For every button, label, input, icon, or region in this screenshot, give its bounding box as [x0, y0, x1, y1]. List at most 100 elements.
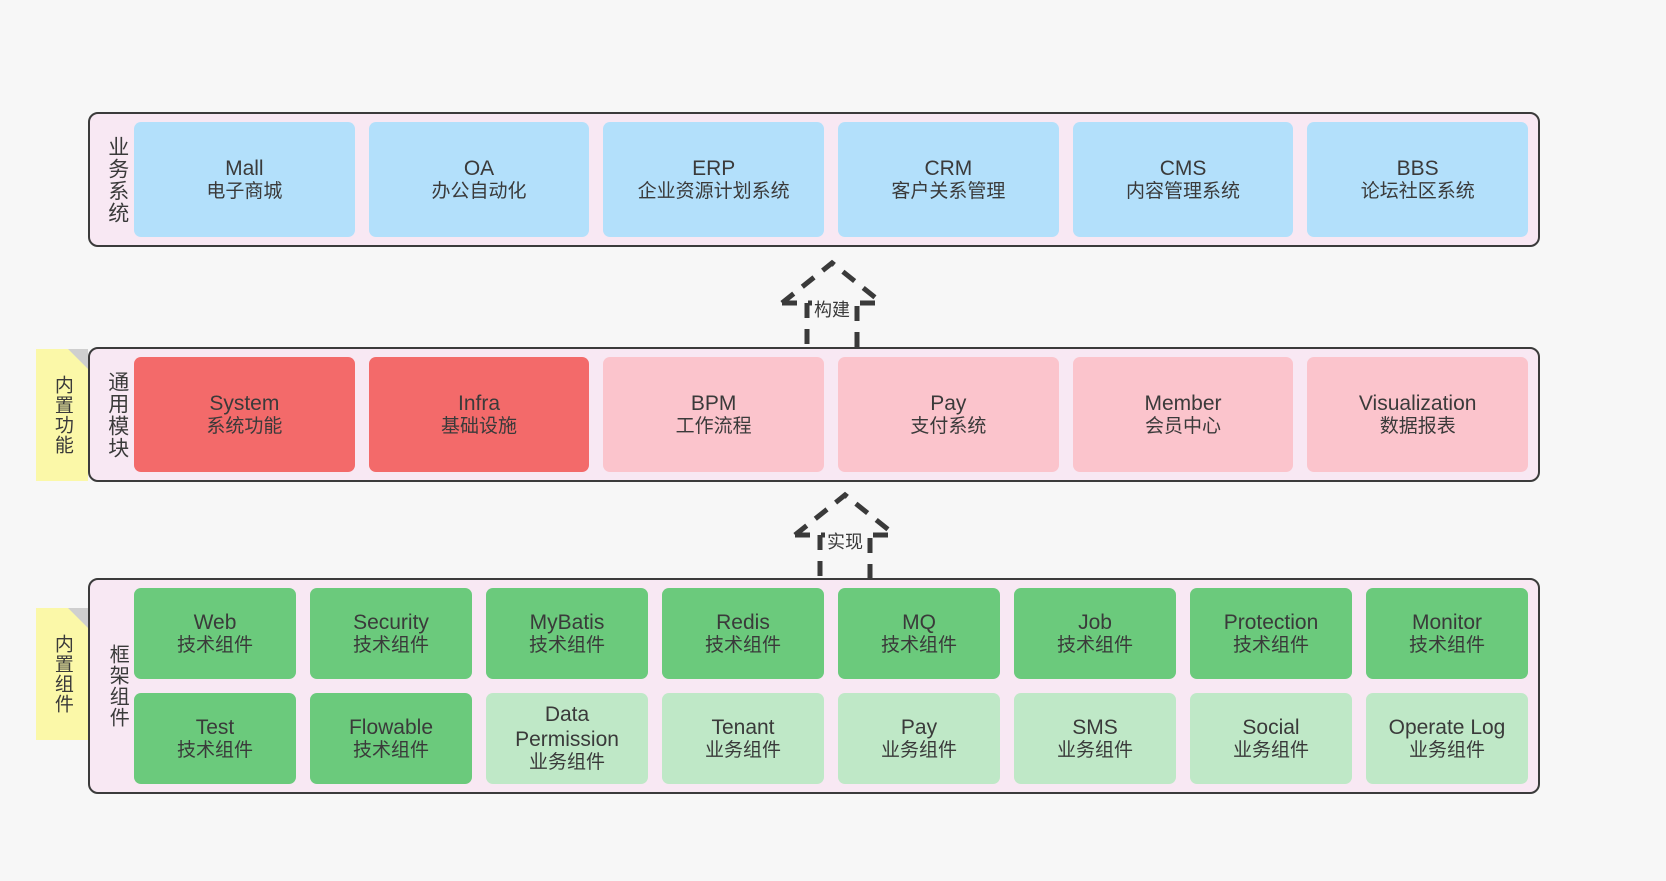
card-security-subtitle: 技术组件 — [352, 634, 429, 656]
arrow-build: 构建 — [757, 258, 907, 354]
card-member[interactable]: Member 会员中心 — [1072, 357, 1294, 472]
arrow-realize-label: 实现 — [825, 528, 865, 554]
card-pay-module-subtitle: 支付系统 — [910, 415, 987, 437]
card-erp-subtitle: 企业资源计划系统 — [637, 180, 790, 202]
card-web-title: Web — [193, 610, 237, 634]
card-web[interactable]: Web 技术组件 — [134, 588, 296, 679]
arrow-realize-icon — [793, 491, 897, 586]
card-data-permission[interactable]: Data Permission 业务组件 — [486, 693, 648, 784]
arrow-realize: 实现 — [770, 490, 920, 586]
card-system-title: System — [209, 391, 280, 415]
card-security[interactable]: Security 技术组件 — [310, 588, 472, 679]
arrow-build-label: 构建 — [812, 296, 852, 322]
card-pay-component[interactable]: Pay 业务组件 — [838, 693, 1000, 784]
card-social-title: Social — [1242, 715, 1300, 739]
card-infra[interactable]: Infra 基础设施 — [368, 357, 590, 472]
card-protection-subtitle: 技术组件 — [1232, 634, 1309, 656]
card-pay-module[interactable]: Pay 支付系统 — [838, 357, 1059, 472]
card-monitor[interactable]: Monitor 技术组件 — [1366, 588, 1528, 679]
card-oa[interactable]: OA 办公自动化 — [368, 122, 590, 237]
card-operate-log[interactable]: Operate Log 业务组件 — [1366, 693, 1528, 784]
layer-framework-components-label: 框架组件 — [106, 644, 129, 728]
card-job[interactable]: Job 技术组件 — [1014, 588, 1176, 679]
card-cms-subtitle: 内容管理系统 — [1126, 180, 1241, 202]
card-mq-title: MQ — [902, 610, 936, 634]
sticky-note-builtin-component-text: 内置组件 — [51, 634, 73, 714]
layer-common-modules: 通用模块 System 系统功能 Infra 基础设施 BPM 工作流程 Pay… — [88, 347, 1540, 482]
business-systems-card-list: Mall 电子商城 OA 办公自动化 ERP 企业资源计划系统 CRM 客户关系… — [134, 122, 1529, 237]
card-mall[interactable]: Mall 电子商城 — [134, 122, 355, 237]
card-protection[interactable]: Protection 技术组件 — [1190, 588, 1352, 679]
card-mall-title: Mall — [225, 156, 264, 180]
card-sms[interactable]: SMS 业务组件 — [1014, 693, 1176, 784]
sticky-note-builtin-function-text: 内置功能 — [51, 375, 73, 455]
card-test-subtitle: 技术组件 — [176, 739, 253, 761]
card-mq[interactable]: MQ 技术组件 — [838, 588, 1000, 679]
card-data-permission-title: Data Permission — [515, 702, 619, 752]
card-system-subtitle: 系统功能 — [206, 415, 283, 437]
card-crm[interactable]: CRM 客户关系管理 — [838, 122, 1059, 237]
card-bbs-subtitle: 论坛社区系统 — [1360, 180, 1475, 202]
layer-common-modules-label: 通用模块 — [105, 370, 129, 459]
card-mq-subtitle: 技术组件 — [880, 634, 957, 656]
card-monitor-subtitle: 技术组件 — [1408, 634, 1485, 656]
card-member-title: Member — [1144, 391, 1222, 415]
card-bpm[interactable]: BPM 工作流程 — [603, 357, 825, 472]
card-operate-log-subtitle: 业务组件 — [1408, 739, 1485, 761]
card-flowable-subtitle: 技术组件 — [352, 739, 429, 761]
card-bbs[interactable]: BBS 论坛社区系统 — [1307, 122, 1529, 237]
card-redis[interactable]: Redis 技术组件 — [662, 588, 824, 679]
card-visualization[interactable]: Visualization 数据报表 — [1307, 357, 1529, 472]
framework-components-card-list: Web 技术组件 Security 技术组件 MyBatis 技术组件 Redi… — [134, 588, 1528, 784]
arrow-build-icon — [780, 259, 884, 354]
card-crm-title: CRM — [924, 156, 973, 180]
card-erp[interactable]: ERP 企业资源计划系统 — [603, 122, 825, 237]
card-cms-title: CMS — [1159, 156, 1207, 180]
card-web-subtitle: 技术组件 — [176, 634, 253, 656]
card-job-subtitle: 技术组件 — [1056, 634, 1133, 656]
card-mall-subtitle: 电子商城 — [206, 180, 283, 202]
sticky-note-builtin-function: 内置功能 — [36, 349, 88, 481]
framework-row-technical: Web 技术组件 Security 技术组件 MyBatis 技术组件 Redi… — [134, 588, 1528, 679]
card-test-title: Test — [195, 715, 235, 739]
card-operate-log-title: Operate Log — [1388, 715, 1506, 739]
card-erp-title: ERP — [692, 156, 736, 180]
card-social[interactable]: Social 业务组件 — [1190, 693, 1352, 784]
card-tenant[interactable]: Tenant 业务组件 — [662, 693, 824, 784]
card-redis-title: Redis — [716, 610, 770, 634]
card-security-title: Security — [353, 610, 429, 634]
card-job-title: Job — [1078, 610, 1112, 634]
card-test[interactable]: Test 技术组件 — [134, 693, 296, 784]
card-mybatis-title: MyBatis — [529, 610, 605, 634]
card-tenant-title: Tenant — [711, 715, 775, 739]
card-crm-subtitle: 客户关系管理 — [891, 180, 1006, 202]
card-bpm-subtitle: 工作流程 — [675, 415, 752, 437]
card-mybatis[interactable]: MyBatis 技术组件 — [486, 588, 648, 679]
card-system[interactable]: System 系统功能 — [134, 357, 355, 472]
card-tenant-subtitle: 业务组件 — [704, 739, 781, 761]
layer-business-systems: 业务系统 Mall 电子商城 OA 办公自动化 ERP 企业资源计划系统 CRM… — [88, 112, 1540, 247]
card-protection-title: Protection — [1223, 610, 1319, 634]
card-bpm-title: BPM — [690, 391, 737, 415]
sticky-note-builtin-component: 内置组件 — [36, 608, 88, 740]
card-bbs-title: BBS — [1396, 156, 1439, 180]
card-sms-title: SMS — [1072, 715, 1118, 739]
card-oa-subtitle: 办公自动化 — [431, 180, 527, 202]
card-monitor-title: Monitor — [1411, 610, 1483, 634]
card-infra-subtitle: 基础设施 — [441, 415, 518, 437]
card-flowable-title: Flowable — [348, 715, 434, 739]
card-infra-title: Infra — [457, 391, 501, 415]
common-modules-card-list: System 系统功能 Infra 基础设施 BPM 工作流程 Pay 支付系统… — [134, 357, 1529, 472]
card-pay-component-subtitle: 业务组件 — [880, 739, 957, 761]
card-oa-title: OA — [463, 156, 495, 180]
card-social-subtitle: 业务组件 — [1232, 739, 1309, 761]
card-pay-module-title: Pay — [930, 391, 967, 415]
card-visualization-title: Visualization — [1358, 391, 1477, 415]
layer-framework-components: 框架组件 Web 技术组件 Security 技术组件 MyBatis 技术组件… — [88, 578, 1540, 794]
layer-business-systems-label: 业务系统 — [105, 135, 129, 224]
card-cms[interactable]: CMS 内容管理系统 — [1072, 122, 1294, 237]
card-flowable[interactable]: Flowable 技术组件 — [310, 693, 472, 784]
framework-row-business: Test 技术组件 Flowable 技术组件 Data Permission … — [134, 693, 1528, 784]
card-redis-subtitle: 技术组件 — [704, 634, 781, 656]
card-member-subtitle: 会员中心 — [1145, 415, 1222, 437]
